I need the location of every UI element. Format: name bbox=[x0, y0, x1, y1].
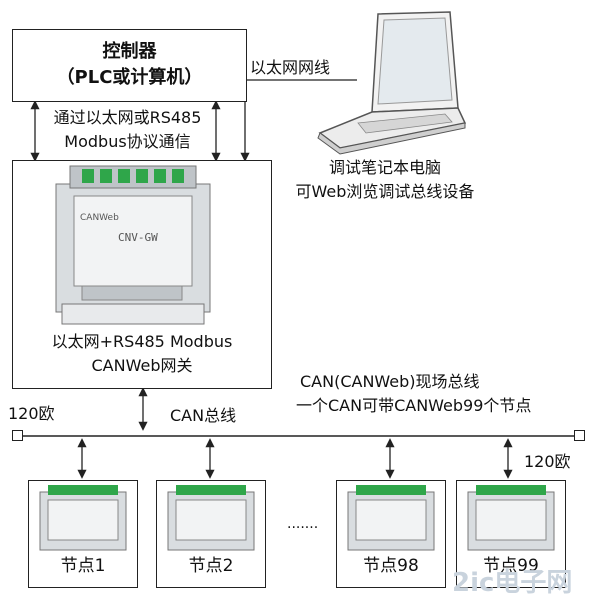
laptop-caption-line2: 可Web浏览调试总线设备 bbox=[295, 182, 475, 201]
terminator-left-label: 120欧 bbox=[8, 404, 55, 423]
gateway-device-image bbox=[55, 165, 211, 325]
node-device-image-98 bbox=[347, 485, 435, 551]
controller-title: 控制器 bbox=[102, 41, 157, 62]
gateway-caption-line1: 以太网+RS485 Modbus bbox=[51, 332, 233, 351]
gateway-caption-line2: CANWeb网关 bbox=[91, 356, 193, 375]
can-bus-label: CAN总线 bbox=[170, 406, 237, 425]
watermark-logo: 2ic电子网 bbox=[452, 568, 573, 598]
controller-box bbox=[12, 29, 247, 102]
node-device-image-99 bbox=[467, 485, 555, 551]
terminator-right bbox=[574, 430, 585, 441]
terminator-right-label: 120欧 bbox=[524, 452, 571, 471]
gateway-device-model: CNV-GW bbox=[118, 231, 158, 244]
link-label-line1: 通过以太网或RS485 bbox=[53, 108, 202, 127]
gateway-device-brand: CANWeb bbox=[80, 213, 119, 223]
node-label-1: 节点1 bbox=[60, 556, 106, 576]
bus-caption-line2: 一个CAN可带CANWeb99个节点 bbox=[296, 396, 532, 415]
node-label-99: 节点99 bbox=[483, 556, 539, 576]
node-label-2: 节点2 bbox=[188, 556, 234, 576]
laptop-caption-line1: 调试笔记本电脑 bbox=[328, 158, 441, 177]
node-device-image-1 bbox=[39, 485, 127, 551]
link-label-line2: Modbus协议通信 bbox=[64, 132, 191, 151]
ethernet-label: 以太网网线 bbox=[250, 58, 331, 77]
bus-caption-line1: CAN(CANWeb)现场总线 bbox=[300, 372, 480, 391]
terminator-left bbox=[12, 430, 23, 441]
controller-subtitle: （PLC或计算机） bbox=[56, 67, 203, 88]
laptop-icon bbox=[317, 11, 467, 155]
node-label-98: 节点98 bbox=[363, 556, 419, 576]
node-device-image-2 bbox=[167, 485, 255, 551]
node-ellipsis: ....... bbox=[287, 516, 319, 532]
